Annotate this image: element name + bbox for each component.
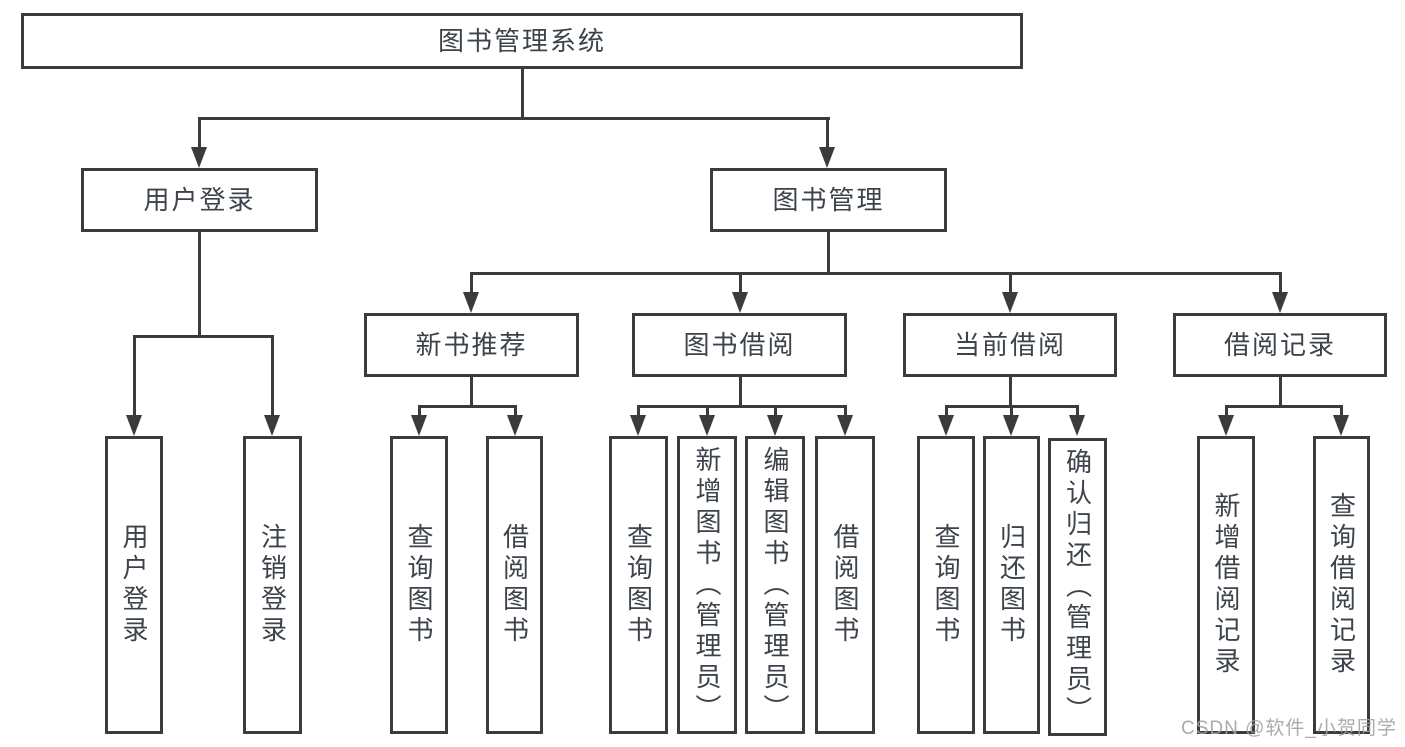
node-leaf-cb-return: 归还图书 [983,436,1040,734]
connector-user-login-stem [198,232,201,335]
connector-drop-current-borrow [1009,272,1012,295]
arrowhead-bb-borrow-icon [837,415,853,436]
node-leaf-bb-add: 新增图书（管理员） [677,436,737,734]
node-new-books: 新书推荐 [364,313,579,377]
arrowhead-new-books-icon [463,292,479,313]
connector-drop-book-borrow [739,272,742,295]
watermark: CSDN @软件_小贺同学 [1181,718,1397,739]
node-leaf-cb-query-label: 查询图书 [931,523,961,647]
connector-drop-book-mgmt [826,117,829,150]
connector-drop-borrow-records [1279,272,1282,295]
connector-root-stem [521,69,524,117]
node-leaf-user-login-label: 用户登录 [119,523,149,647]
node-leaf-nb-query-label: 查询图书 [404,523,434,647]
arrowhead-leaf-logout-icon [264,415,280,436]
node-leaf-cb-return-label: 归还图书 [996,523,1027,647]
connector-book-borrow-rail [637,405,847,408]
node-leaf-bb-borrow: 借阅图书 [815,436,875,734]
node-leaf-logout: 注销登录 [243,436,302,734]
arrowhead-nb-borrow-icon [507,415,523,436]
node-new-books-label: 新书推荐 [415,330,528,360]
node-leaf-bb-borrow-label: 借阅图书 [830,523,860,647]
node-current-borrow-label: 当前借阅 [953,330,1066,360]
node-current-borrow: 当前借阅 [903,313,1117,377]
node-leaf-nb-borrow-label: 借阅图书 [499,523,530,647]
arrowhead-bb-add-icon [699,415,715,436]
connector-borrow-records-stem [1279,377,1282,405]
connector-book-borrow-stem [739,377,742,405]
arrowhead-book-borrow-icon [732,292,748,313]
connector-drop-cb-confirm [1076,405,1079,417]
node-user-login: 用户登录 [81,168,318,232]
connector-drop-bb-edit [774,405,777,417]
node-book-mgmt-label: 图书管理 [772,185,885,215]
node-leaf-nb-query: 查询图书 [390,436,448,734]
arrowhead-bb-query-icon [630,415,646,436]
node-root-label: 图书管理系统 [437,26,606,56]
node-leaf-cb-query: 查询图书 [917,436,975,734]
connector-drop-bb-add [706,405,709,417]
arrowhead-user-login-icon [191,147,207,168]
connector-drop-cb-query [945,405,948,417]
arrowhead-cb-return-icon [1003,415,1019,436]
node-user-login-label: 用户登录 [143,185,256,215]
arrowhead-book-mgmt-icon [819,147,835,168]
connector-borrow-records-rail [1225,405,1343,408]
connector-book-mgmt-stem [827,232,830,272]
arrowhead-cb-query-icon [938,415,954,436]
connector-drop-nb-query [418,405,421,417]
node-leaf-bb-query-label: 查询图书 [623,523,654,647]
connector-drop-bb-query [637,405,640,417]
arrowhead-br-add-icon [1218,415,1234,436]
connector-current-borrow-stem [1009,377,1012,405]
node-leaf-bb-add-label: 新增图书（管理员） [692,445,722,725]
connector-drop-bb-borrow [844,405,847,417]
node-leaf-bb-edit: 编辑图书（管理员） [745,436,805,734]
arrowhead-nb-query-icon [411,415,427,436]
connector-new-books-rail [418,405,517,408]
arrowhead-bb-edit-icon [767,415,783,436]
node-book-borrow-label: 图书借阅 [683,330,796,360]
connector-drop-br-add [1225,405,1228,417]
connector-user-login-rail [133,335,274,338]
connector-drop-br-query [1340,405,1343,417]
arrowhead-borrow-records-icon [1272,292,1288,313]
arrowhead-cb-confirm-icon [1069,415,1085,436]
node-leaf-br-query-label: 查询借阅记录 [1326,492,1357,678]
arrowhead-leaf-user-login-icon [126,415,142,436]
connector-new-books-stem [470,377,473,405]
node-leaf-cb-confirm: 确认归还（管理员） [1048,438,1107,736]
node-leaf-bb-query: 查询图书 [609,436,668,734]
connector-drop-leaf-logout [271,335,274,418]
node-leaf-cb-confirm-label: 确认归还（管理员） [1062,447,1093,727]
node-leaf-user-login: 用户登录 [105,436,163,734]
connector-drop-leaf-user-login [133,335,136,418]
connector-root-rail [198,117,830,120]
node-leaf-br-add-label: 新增借阅记录 [1211,492,1241,678]
connector-drop-new-books [470,272,473,295]
connector-book-mgmt-rail [470,272,1282,275]
node-borrow-records: 借阅记录 [1173,313,1387,377]
node-leaf-logout-label: 注销登录 [257,523,288,647]
connector-drop-nb-borrow [514,405,517,417]
arrowhead-current-borrow-icon [1002,292,1018,313]
arrowhead-br-query-icon [1333,415,1349,436]
node-leaf-br-add: 新增借阅记录 [1197,436,1255,734]
node-book-mgmt: 图书管理 [710,168,947,232]
node-book-borrow: 图书借阅 [632,313,847,377]
node-leaf-bb-edit-label: 编辑图书（管理员） [760,445,790,725]
node-borrow-records-label: 借阅记录 [1223,330,1336,360]
node-leaf-br-query: 查询借阅记录 [1313,436,1370,734]
connector-drop-cb-return [1010,405,1013,417]
node-root: 图书管理系统 [21,13,1023,69]
node-leaf-nb-borrow: 借阅图书 [486,436,543,734]
connector-drop-user-login [198,117,201,150]
